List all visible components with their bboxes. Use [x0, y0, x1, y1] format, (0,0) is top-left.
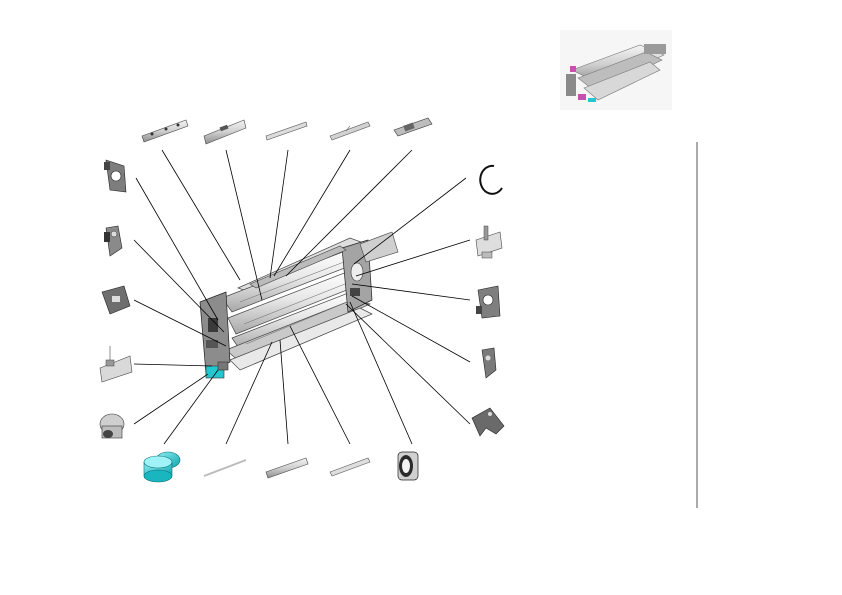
part-rail-top-4 — [329, 121, 371, 141]
part-rail-bottom-2 — [329, 457, 371, 477]
assembled-thumbnail — [560, 30, 672, 110]
part-lever-right — [481, 347, 497, 379]
part-pin-bottom — [203, 459, 247, 477]
part-side-plate-right — [476, 285, 501, 319]
fuser-assembly-body — [199, 231, 399, 379]
part-rail-top-3 — [265, 121, 308, 141]
part-terminal-right — [475, 225, 503, 259]
part-rail-bottom-1 — [265, 457, 309, 479]
part-gear-drive — [143, 451, 181, 483]
part-roller-bushing — [397, 451, 419, 481]
part-side-plate-left — [104, 159, 127, 193]
part-lever-left — [104, 225, 123, 257]
part-sensor-bar — [393, 117, 433, 137]
part-rail-top-2 — [203, 119, 247, 145]
part-bracket-left — [101, 285, 131, 315]
part-mount-bracket-left — [99, 346, 133, 383]
part-bushing-left — [99, 413, 125, 439]
part-e-ring — [479, 164, 503, 195]
part-arm-right — [471, 407, 505, 437]
part-rail-top-1 — [141, 119, 189, 143]
leader-lines — [133, 149, 471, 445]
